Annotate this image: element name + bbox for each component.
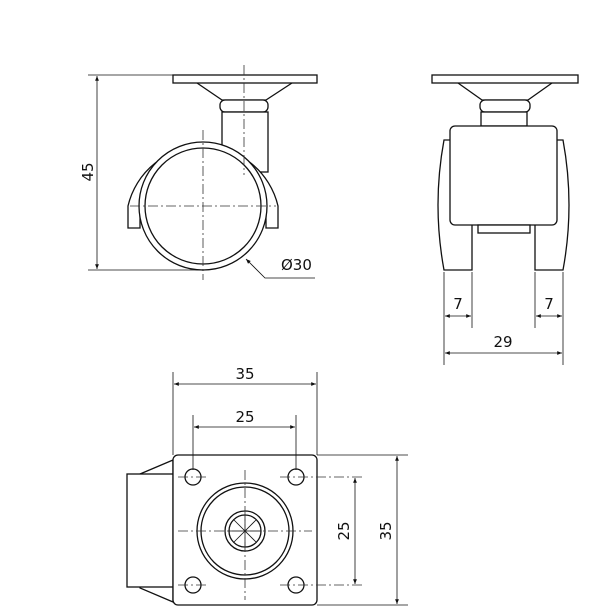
axle-block: [477, 224, 531, 234]
overall-width-label: 29: [493, 333, 512, 351]
diameter-label: Ø30: [281, 256, 312, 274]
diameter-leader: [245, 258, 315, 279]
fork-body: [449, 125, 558, 226]
front-view: 7 7 29: [431, 74, 579, 365]
plate-cone: [457, 82, 553, 101]
plate-cone: [196, 82, 293, 101]
swivel-hub: [479, 99, 531, 113]
height-label: 45: [79, 162, 97, 181]
stem: [480, 111, 528, 127]
top-view: 35 25 25 35: [126, 365, 408, 606]
wheel-side: [126, 473, 174, 588]
hole-spacing-y-label: 25: [335, 521, 353, 540]
plate-height-label: 35: [377, 521, 395, 540]
hole-spacing-x-label: 25: [235, 408, 254, 426]
mounting-plate: [431, 74, 579, 84]
left-width-label: 7: [453, 295, 463, 313]
side-view: 45 Ø30: [79, 65, 318, 280]
right-width-label: 7: [544, 295, 554, 313]
plate-width-label: 35: [235, 365, 254, 383]
mounting-plate: [172, 74, 318, 84]
